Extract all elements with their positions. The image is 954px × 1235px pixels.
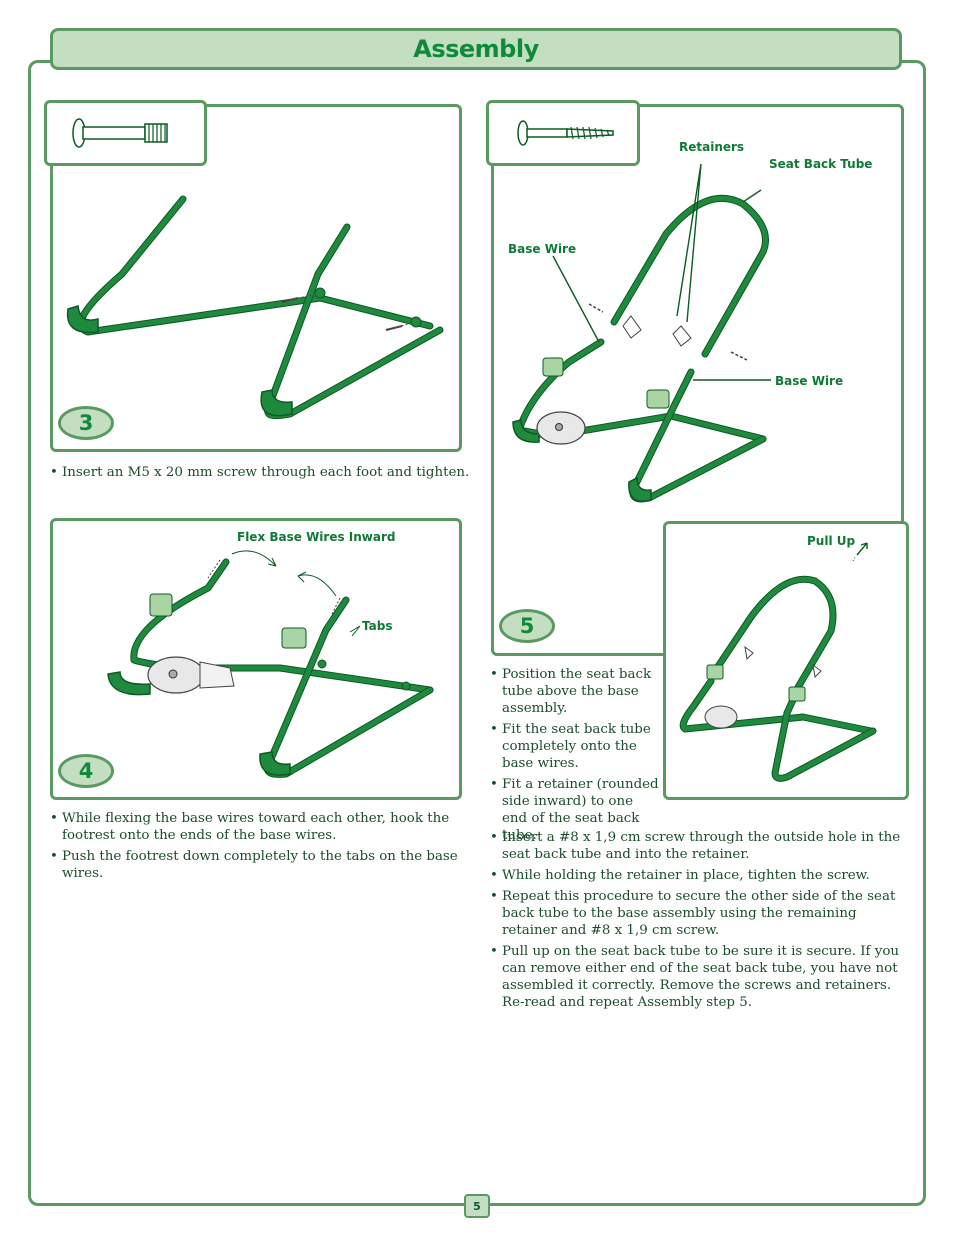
step5-hardware-tab: [486, 100, 640, 166]
step5-instruction-item: Repeat this procedure to secure the othe…: [490, 888, 902, 939]
base-wire-label-left: Base Wire: [508, 242, 577, 256]
step5-instructions-wide: Insert a #8 x 1,9 cm screw through the o…: [490, 829, 902, 1015]
m5-screw-icon: [72, 118, 168, 148]
base-wire-label-right: Base Wire: [775, 374, 844, 388]
flex-base-wires-label: Flex Base Wires Inward: [237, 530, 396, 544]
step4-instructions: While flexing the base wires toward each…: [50, 810, 460, 886]
step5-instruction-item: While holding the retainer in place, tig…: [490, 867, 902, 884]
tabs-label: Tabs: [362, 619, 393, 633]
step5-number-badge: 5: [499, 609, 555, 643]
step4-instruction-item: While flexing the base wires toward each…: [50, 810, 460, 844]
step5-instruction-item: Fit the seat back tube completely onto t…: [490, 721, 660, 772]
step4-instruction-item: Push the footrest down completely to the…: [50, 848, 460, 882]
step4-footrest-illustration: [107, 550, 434, 778]
retainers-label: Retainers: [679, 140, 745, 154]
page-title: Assembly: [413, 35, 539, 63]
step3-hardware-tab: [44, 100, 207, 166]
step3-instruction-item: Insert an M5 x 20 mm screw through each …: [50, 464, 470, 481]
page-number: 5: [464, 1194, 490, 1218]
step5-instruction-item: Insert a #8 x 1,9 cm screw through the o…: [490, 829, 902, 863]
pull-up-inset-panel: [663, 521, 909, 800]
title-bar: Assembly: [50, 28, 902, 70]
step5-seatback-illustration: [512, 163, 771, 503]
step5-instruction-item: Position the seat back tube above the ba…: [490, 666, 660, 717]
step3-instructions: Insert an M5 x 20 mm screw through each …: [50, 464, 470, 485]
pull-up-illustration: [679, 542, 877, 782]
step5-instruction-item: Pull up on the seat back tube to be sure…: [490, 943, 902, 1011]
seat-back-tube-label: Seat Back Tube: [769, 157, 873, 171]
step3-frame-illustration: [66, 195, 444, 420]
wood-screw-icon: [517, 120, 614, 146]
step3-number-badge: 3: [58, 406, 114, 440]
step4-number-badge: 4: [58, 754, 114, 788]
step5-instructions-narrow: Position the seat back tube above the ba…: [490, 666, 660, 848]
pull-up-label: Pull Up: [807, 534, 856, 548]
step4-panel: [50, 518, 462, 800]
